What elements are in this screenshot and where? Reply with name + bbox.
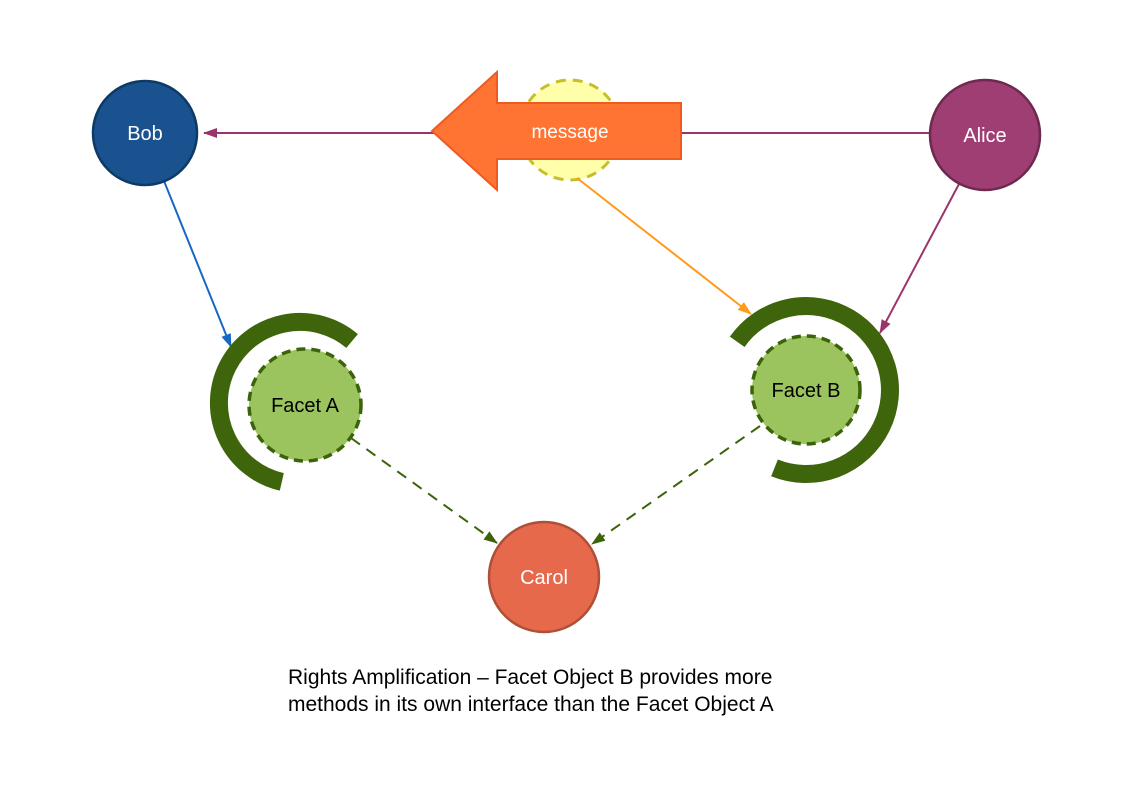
- facet-b-guard-arc: [729, 297, 899, 483]
- facet-b-node: [750, 334, 862, 446]
- facet-a-guard-arc: [209, 312, 358, 491]
- alice-node: [928, 78, 1042, 192]
- carol-node: [487, 520, 601, 634]
- edge-bob-to-facet-a: [163, 180, 232, 348]
- message-label: message: [531, 122, 608, 143]
- facet-a-label: Facet A: [271, 395, 339, 417]
- edge-alice-to-facet-b: [879, 183, 960, 334]
- facet-b-label: Facet B: [772, 380, 841, 402]
- edge-message-to-facet-b: [576, 177, 752, 315]
- carol-label: Carol: [520, 567, 568, 589]
- facet-a-node: [247, 347, 363, 463]
- edge-facet-b-to-carol: [591, 425, 761, 545]
- bob-label: Bob: [127, 123, 163, 145]
- bob-node: [91, 79, 199, 187]
- edge-facet-a-to-carol: [350, 437, 498, 544]
- caption-line-2: methods in its own interface than the Fa…: [288, 693, 774, 716]
- alice-label: Alice: [963, 125, 1006, 147]
- caption-line-1: Rights Amplification – Facet Object B pr…: [288, 666, 772, 689]
- message-arrow: [430, 69, 682, 193]
